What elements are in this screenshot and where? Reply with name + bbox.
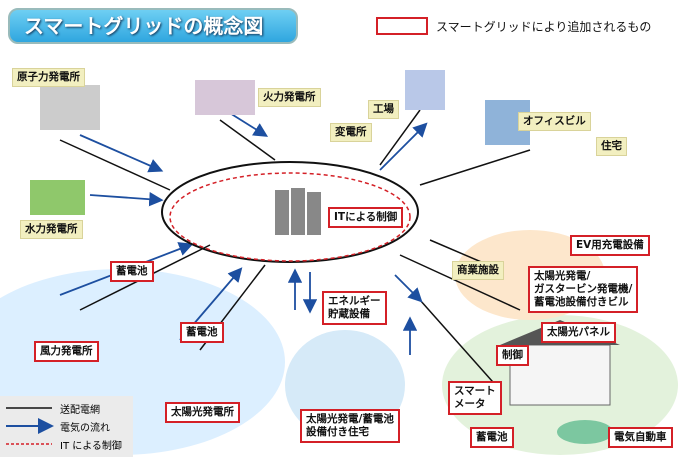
nuclear-plant [40,85,100,130]
ev-car [557,420,613,444]
legend: 送配電網 電気の流れ IT による制御 [0,396,133,457]
label-ev: 電気自動車 [608,427,673,448]
hydro-dam [30,180,85,215]
legend-flow: 電気の流れ [60,423,110,434]
label-ev-charger: EV用充電設備 [570,235,650,256]
grid-ring [161,161,419,263]
label-office: オフィスビル [518,112,591,131]
label-hydro: 水力発電所 [20,220,83,239]
label-battery-1: 蓄電池 [110,261,154,282]
label-control: 制御 [496,345,529,366]
it-ring [169,172,411,262]
legend-it: IT による制御 [60,441,122,452]
label-building: 太陽光発電/ ガスタービン発電機/ 蓄電池設備付きビル [528,266,639,313]
legend-red-box [376,17,428,35]
legend-added-label: スマートグリッドにより追加されるもの [436,20,652,34]
label-substation: 変電所 [330,123,372,142]
label-nuclear: 原子力発電所 [12,68,85,87]
label-smart-meter: スマート メータ [448,381,502,415]
it-servers [275,188,321,235]
label-solar-panel: 太陽光パネル [541,322,616,343]
label-solar-plant: 太陽光発電所 [165,402,240,423]
label-storage: エネルギー 貯蔵設備 [322,291,387,325]
label-solar-house: 太陽光発電/蓄電池 設備付き住宅 [300,409,400,443]
factory [405,70,445,110]
label-wind: 風力発電所 [34,341,99,362]
label-house: 住宅 [596,137,627,156]
label-factory: 工場 [368,100,399,119]
thermal-plant [195,80,255,115]
page-title: スマートグリッドの概念図 [8,8,298,44]
label-battery-3: 蓄電池 [470,427,514,448]
legend-grid: 送配電網 [60,405,100,416]
label-it-control: ITによる制御 [328,207,404,228]
label-thermal: 火力発電所 [258,88,321,107]
label-battery-2: 蓄電池 [180,322,224,343]
label-commercial: 商業施設 [452,261,504,280]
